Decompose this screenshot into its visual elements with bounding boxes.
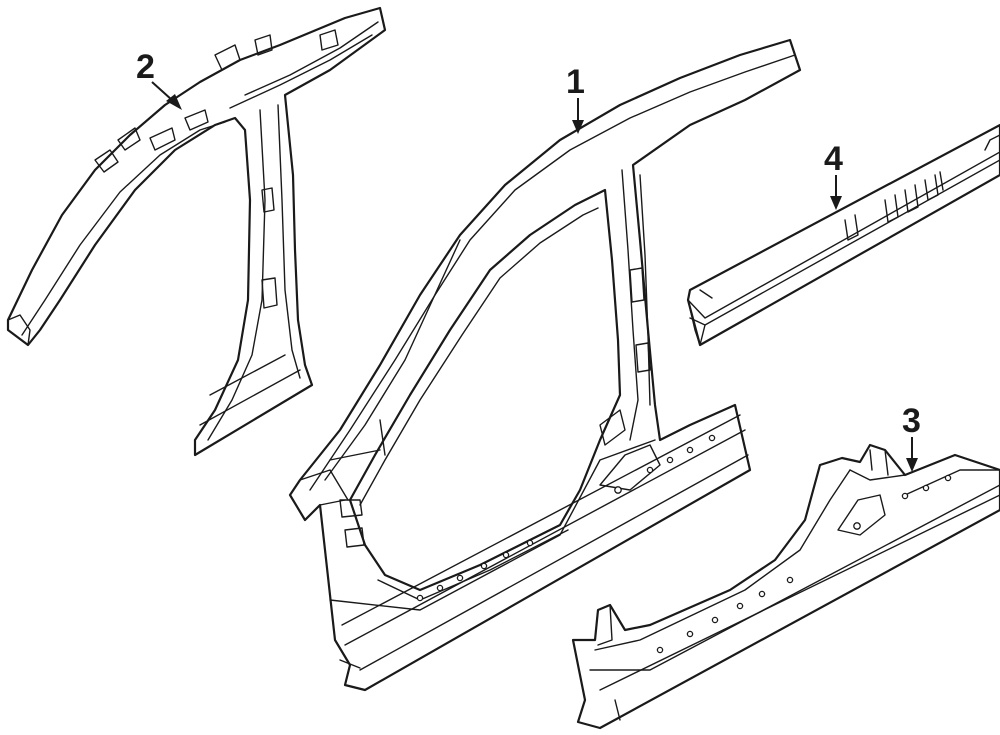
- callout-label-3: 3: [902, 402, 921, 440]
- callout-1-arrow-icon: [572, 120, 584, 134]
- callout-2: 2: [136, 48, 182, 110]
- part-3-rocker-panel[interactable]: [571, 443, 1000, 730]
- callout-4: 4: [824, 140, 843, 210]
- callout-4-arrow-icon: [830, 196, 842, 210]
- callout-3: 3: [902, 402, 921, 472]
- callout-label-4: 4: [824, 140, 843, 178]
- part-2-inner-pillar[interactable]: [6, 6, 387, 457]
- callout-2-arrow-icon: [166, 94, 182, 110]
- callout-2-leader: [151, 81, 173, 101]
- part-4-rocker-reinforcement[interactable]: [686, 123, 1000, 347]
- callout-3-arrow-icon: [906, 458, 918, 472]
- callout-label-1: 1: [566, 63, 585, 101]
- callout-1: 1: [566, 63, 585, 134]
- part-1-side-panel[interactable]: [288, 38, 802, 692]
- callout-label-2: 2: [136, 48, 155, 86]
